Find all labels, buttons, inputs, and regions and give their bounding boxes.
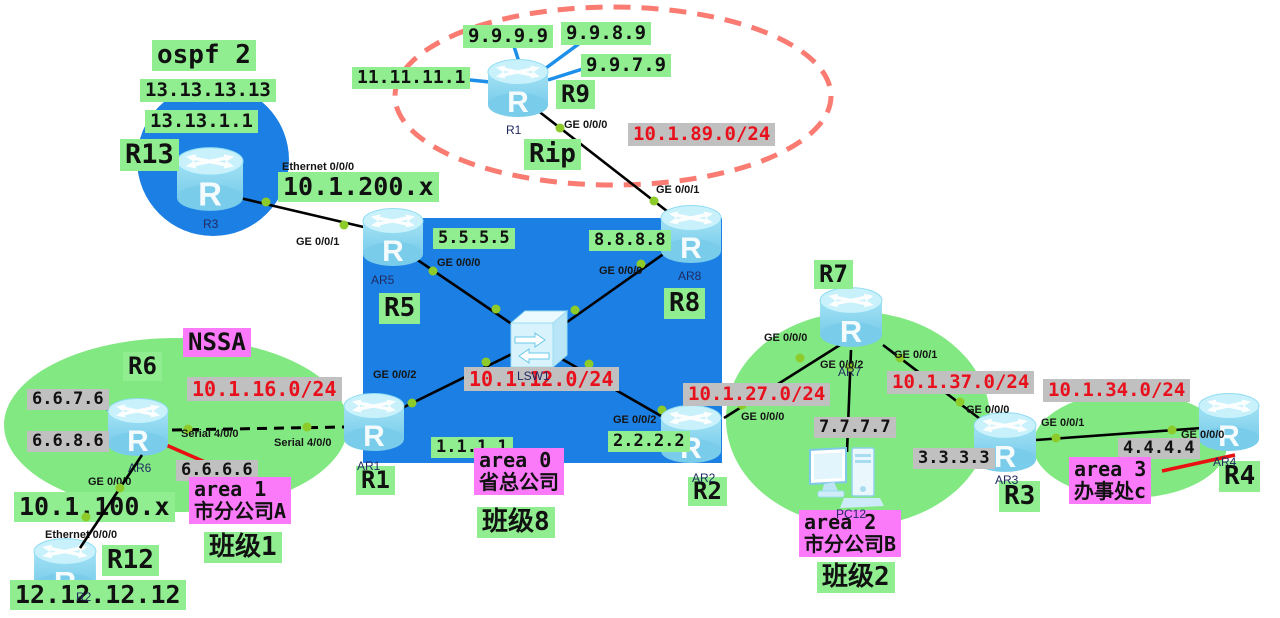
- device-name-ar7: AR7: [838, 365, 862, 379]
- router-icon: [361, 206, 425, 270]
- label-r2[interactable]: R2: [688, 477, 727, 506]
- device-name-r12: R2: [76, 590, 92, 604]
- label-area1[interactable]: area 1 市分公司A: [189, 477, 292, 524]
- label-loopback-9-9-9-9[interactable]: 9.9.9.9: [463, 25, 554, 49]
- router-icon: [486, 57, 550, 121]
- label-subnet-10-1-37[interactable]: 10.1.37.0/24: [887, 371, 1035, 395]
- label-loopback-2-2-2-2[interactable]: 2.2.2.2: [608, 431, 690, 453]
- label-subnet-10-1-89[interactable]: 10.1.89.0/24: [628, 123, 776, 147]
- device-name-lsw1: LSW1: [517, 369, 550, 383]
- label-area2[interactable]: area 2 市分公司B: [799, 510, 902, 557]
- label-r9[interactable]: R9: [556, 80, 595, 109]
- label-subnet-10-1-16[interactable]: 10.1.16.0/24: [187, 377, 342, 402]
- port-label-ar2-ge002: GE 0/0/2: [613, 414, 657, 426]
- label-loopback-3-3-3-3[interactable]: 3.3.3.3: [913, 448, 995, 470]
- port-label-ar6-serial: Serial 4/0/0: [181, 428, 239, 440]
- label-r13[interactable]: R13: [120, 139, 179, 172]
- label-ospf2[interactable]: ospf 2: [152, 40, 256, 72]
- router-icon: [1197, 391, 1261, 455]
- router-ar5[interactable]: [361, 206, 425, 273]
- label-area0[interactable]: area 0 省总公司: [474, 448, 564, 495]
- label-loopback-13-13-1-1[interactable]: 13.13.1.1: [145, 110, 258, 134]
- label-loopback-9-9-8-9[interactable]: 9.9.8.9: [561, 22, 652, 46]
- port-label-ar7-ge001: GE 0/0/1: [894, 349, 938, 361]
- port-label-ar1-serial: Serial 4/0/0: [274, 437, 332, 449]
- device-name-r3-top: R3: [203, 217, 219, 231]
- device-name-ar8: AR8: [678, 269, 702, 283]
- device-name-r9: R1: [506, 123, 522, 137]
- label-r5[interactable]: R5: [379, 293, 421, 325]
- label-r4[interactable]: R4: [1219, 461, 1261, 493]
- device-name-pc12: PC12: [836, 507, 867, 521]
- link-ar8-lsw1: [552, 246, 673, 334]
- device-name-ar4: AR4: [1213, 455, 1237, 469]
- label-class2[interactable]: 班级2: [817, 562, 895, 594]
- port-label-ar3-ge000: GE 0/0/0: [966, 404, 1010, 416]
- label-subnet-10-1-12[interactable]: 10.1.12.0/24: [464, 367, 619, 392]
- label-loopback-5-5-5-5[interactable]: 5.5.5.5: [433, 228, 515, 250]
- port-label-ar2-ge000: GE 0/0/0: [741, 411, 785, 423]
- port-label-ar5-ge001: GE 0/0/1: [296, 236, 340, 248]
- label-r6[interactable]: R6: [123, 352, 162, 381]
- label-loopback-6-6-8-6[interactable]: 6.6.8.6: [27, 431, 109, 453]
- device-name-ar3: AR3: [995, 473, 1019, 487]
- label-r1[interactable]: R1: [356, 466, 395, 495]
- label-loopback-13-13-13-13[interactable]: 13.13.13.13: [140, 79, 276, 103]
- link-ar1-lsw1: [397, 348, 521, 412]
- label-r12[interactable]: R12: [102, 545, 159, 577]
- port-label-r3-ethernet: Ethernet 0/0/0: [282, 161, 355, 173]
- port-label-ar7-ge000: GE 0/0/0: [764, 332, 808, 344]
- label-loopback-9-9-7-9[interactable]: 9.9.7.9: [581, 54, 672, 78]
- area1-region-ellipse: [4, 338, 348, 512]
- label-r8[interactable]: R8: [664, 288, 706, 320]
- label-loopback-11-11-11-1[interactable]: 11.11.11.1: [352, 67, 471, 90]
- label-nssa[interactable]: NSSA: [183, 328, 251, 357]
- router-ar4[interactable]: [1197, 391, 1261, 458]
- port-label-ar1-ge002: GE 0/0/2: [373, 369, 417, 381]
- router-ar1[interactable]: [342, 391, 406, 458]
- label-loopback-6-6-7-6[interactable]: 6.6.7.6: [27, 389, 109, 411]
- pc-icon: [809, 447, 885, 509]
- router-r3-top[interactable]: [174, 145, 246, 217]
- label-net-10-1-100[interactable]: 10.1.100.x: [14, 492, 175, 522]
- port-label-ar8-ge000: GE 0/0/0: [599, 265, 643, 277]
- port-label-ar7-ge002: GE 0/0/2: [820, 359, 864, 371]
- device-name-ar2: AR2: [692, 471, 716, 485]
- router-icon: [342, 391, 406, 455]
- router-icon: [106, 396, 170, 460]
- link-ar5-lsw1: [399, 246, 526, 335]
- label-net-10-1-200[interactable]: 10.1.200.x: [278, 172, 439, 202]
- router-ar6[interactable]: [106, 396, 170, 463]
- port-label-ar3-ge001: GE 0/0/1: [1041, 417, 1085, 429]
- label-loopback-4-4-4-4[interactable]: 4.4.4.4: [1118, 438, 1200, 460]
- label-subnet-10-1-27[interactable]: 10.1.27.0/24: [683, 383, 831, 407]
- link-serial-ar6-ar1: [171, 425, 346, 432]
- device-name-ar1: AR1: [357, 459, 381, 473]
- router-ar7[interactable]: [818, 285, 884, 353]
- label-loopback-12-12-12-12[interactable]: 12.12.12.12: [10, 580, 186, 610]
- label-class8[interactable]: 班级8: [477, 507, 555, 539]
- port-label-ar4-ge000: GE 0/0/0: [1181, 429, 1225, 441]
- label-area3[interactable]: area 3 办事处c: [1069, 457, 1152, 504]
- label-loopback-8-8-8-8[interactable]: 8.8.8.8: [589, 230, 671, 252]
- label-rip[interactable]: Rip: [524, 139, 581, 171]
- port-label-ar8-ge001: GE 0/0/1: [656, 184, 700, 196]
- router-icon: [175, 145, 245, 215]
- rip-region-dashed-ellipse: [392, 4, 834, 188]
- port-label-r9-ge000: GE 0/0/0: [564, 119, 608, 131]
- label-r3[interactable]: R3: [999, 481, 1041, 513]
- router-icon: [818, 285, 884, 351]
- port-label-ar6-ge000: GE 0/0/0: [88, 476, 132, 488]
- port-label-ar5-ge000: GE 0/0/0: [437, 257, 481, 269]
- label-r7[interactable]: R7: [814, 260, 853, 289]
- label-class1[interactable]: 班级1: [204, 532, 282, 564]
- port-label-r12-ethernet: Ethernet 0/0/0: [45, 529, 118, 541]
- label-loopback-7-7-7-7[interactable]: 7.7.7.7: [814, 417, 896, 439]
- router-r9[interactable]: [486, 57, 550, 124]
- label-loopback-6-6-6-6[interactable]: 6.6.6.6: [176, 460, 258, 482]
- label-subnet-10-1-34[interactable]: 10.1.34.0/24: [1043, 379, 1191, 403]
- device-name-ar6: AR6: [128, 461, 152, 475]
- device-name-ar5: AR5: [371, 273, 395, 287]
- switch-icon: [510, 310, 568, 368]
